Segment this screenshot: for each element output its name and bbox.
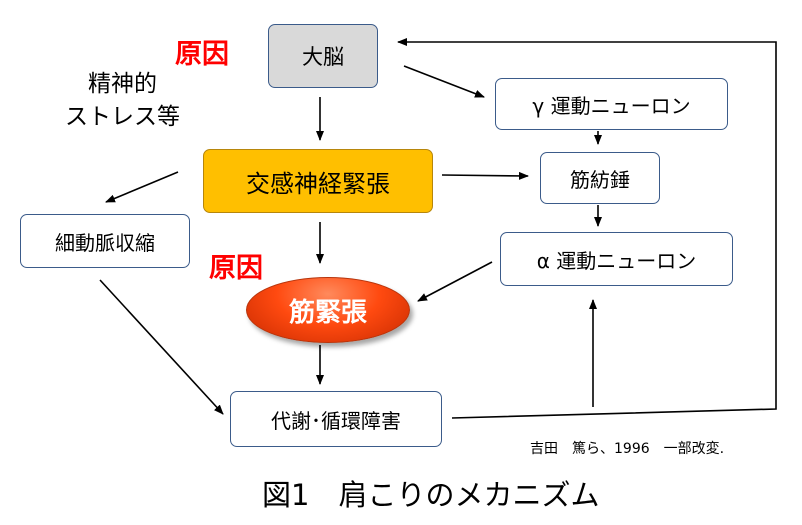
arrow-sympathetic-to-vaso <box>105 171 179 203</box>
stress-label-line2: ストレス等 <box>65 104 180 130</box>
arrow-sympathetic-to-spindle <box>441 171 529 180</box>
arrow-brain-to-gamma <box>403 65 485 98</box>
muscle-tension-node: 筋緊張 <box>246 277 410 343</box>
gamma-motor-neuron-node: γ 運動ニューロン <box>495 78 728 130</box>
cause-label-middle: 原因 <box>209 253 263 284</box>
brain-node: 大脳 <box>268 24 378 88</box>
sympathetic-tension-node: 交感神経緊張 <box>203 149 433 213</box>
figure-caption: 図1 肩こりのメカニズム <box>262 478 600 512</box>
citation-text: 吉田 篤ら、1996 一部改変. <box>530 441 725 457</box>
muscle-spindle-node: 筋紡錘 <box>540 152 660 204</box>
arrow-alpha-to-muscle <box>417 261 493 302</box>
stress-label-line1: 精神的 <box>88 71 157 97</box>
arteriole-constriction-node: 細動脈収縮 <box>20 214 190 268</box>
alpha-motor-neuron-node: α 運動ニューロン <box>500 232 733 286</box>
cause-label-top: 原因 <box>175 39 229 70</box>
metabolic-circulation-disorder-node: 代謝･循環障害 <box>230 391 442 447</box>
arrow-metabolic-feedback-to-brain <box>397 38 777 419</box>
arrow-vaso-to-metabolic <box>99 279 224 415</box>
